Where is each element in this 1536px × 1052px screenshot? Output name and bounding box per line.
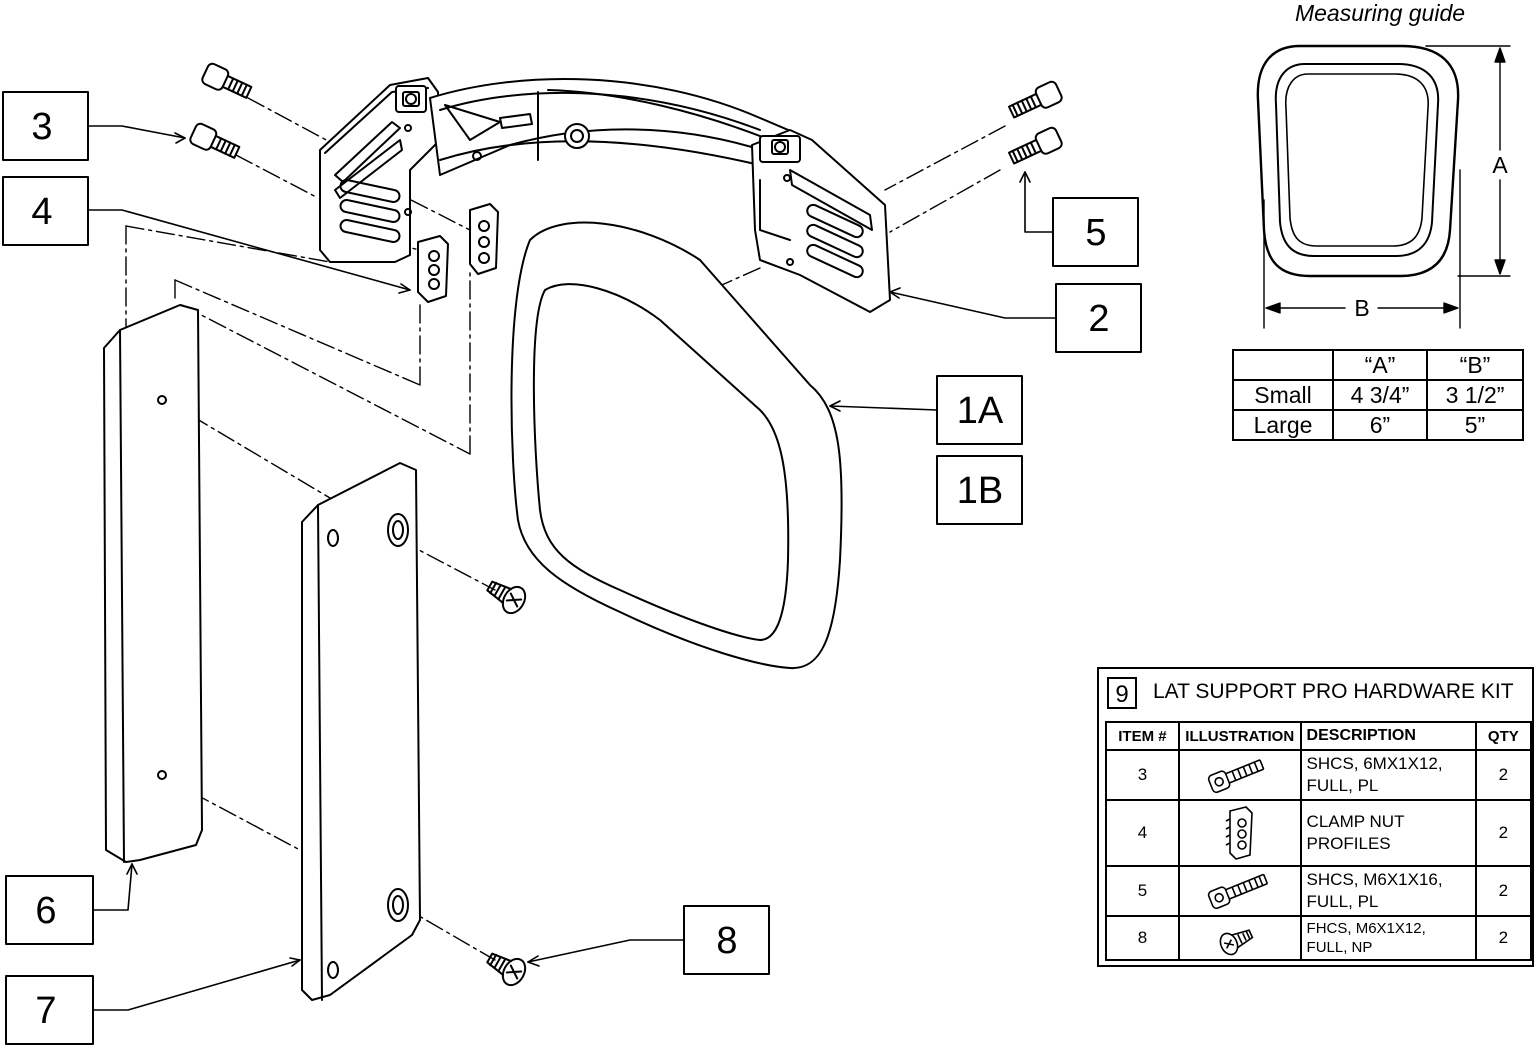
kit-table: ITEM # ILLUSTRATION DESCRIPTION QTY 3 SH…	[1105, 721, 1533, 961]
kit-header-item: ITEM #	[1105, 721, 1180, 751]
callout-box-1a	[936, 375, 1023, 445]
callout-label-7: 7	[35, 990, 56, 1032]
kit-illustration-cell	[1177, 865, 1302, 917]
bracket-assembly	[319, 77, 891, 313]
kit-qty-cell: 2	[1474, 915, 1533, 961]
size-table: “A” “B” Small 4 3/4” 3 1/2” Large 6” 5”	[1232, 349, 1524, 441]
size-table-cell: 6”	[1332, 409, 1428, 441]
backing-plate	[103, 304, 203, 863]
kit-description-line: PROFILES	[1306, 834, 1391, 853]
size-table-cell: 4 3/4”	[1332, 379, 1428, 411]
kit-description-cell: CLAMP NUT PROFILES	[1299, 799, 1477, 867]
flat-head-screw-icon	[1219, 929, 1254, 956]
kit-table-header: ITEM # ILLUSTRATION DESCRIPTION QTY	[1105, 721, 1533, 751]
size-table-header-cell	[1232, 349, 1334, 381]
size-table-header: “A” “B”	[1232, 349, 1524, 381]
kit-qty-cell: 2	[1474, 865, 1533, 917]
kit-illustration-cell	[1177, 799, 1302, 867]
callout-box-2	[1055, 283, 1142, 353]
callout-box-8	[683, 905, 770, 975]
dimension-b-label: B	[1354, 295, 1369, 321]
kit-qty-cell: 2	[1474, 749, 1533, 801]
kit-description-line: SHCS, 6MX1X12,	[1306, 754, 1443, 773]
hardware-kit-panel: 9 LAT SUPPORT PRO HARDWARE KIT ITEM # IL…	[1097, 667, 1534, 967]
kit-description-line: SHCS, M6X1X16,	[1306, 870, 1443, 889]
kit-item-number-cell: 4	[1105, 799, 1180, 867]
measuring-guide-title: Measuring guide	[1294, 0, 1466, 26]
callout-label-3: 3	[31, 106, 52, 148]
kit-description-cell: SHCS, M6X1X16, FULL, PL	[1299, 865, 1477, 917]
callout-label-2: 2	[1088, 298, 1109, 340]
kit-row: 5 SHCS, M6X1X16, FULL, PL 2	[1105, 865, 1533, 917]
clamp-nut-parts	[417, 203, 499, 303]
callout-box-1b	[936, 455, 1023, 525]
size-table-cell: Small	[1232, 379, 1334, 411]
socket-head-screw-icon	[1207, 873, 1268, 910]
size-table-cell: Large	[1232, 409, 1334, 441]
kit-description-line: FULL, NP	[1306, 939, 1373, 956]
callout-box-7	[5, 975, 94, 1045]
callout-label-5: 5	[1085, 212, 1106, 254]
size-table-cell: 5”	[1426, 409, 1524, 441]
callout-label-8: 8	[716, 920, 737, 962]
kit-description-cell: SHCS, 6MX1X12, FULL, PL	[1299, 749, 1477, 801]
mounting-plate	[301, 462, 421, 1001]
size-table-header-cell: “B”	[1426, 349, 1524, 381]
lateral-pad	[510, 221, 843, 670]
kit-description-line: FULL, PL	[1306, 892, 1379, 911]
measuring-guide-drawing	[1256, 44, 1511, 329]
size-table-header-cell: “A”	[1332, 349, 1428, 381]
flat-head-screws	[486, 580, 527, 987]
kit-header-illustration: ILLUSTRATION	[1177, 721, 1302, 751]
size-table-cell: 3 1/2”	[1426, 379, 1524, 411]
kit-item-number-cell: 3	[1105, 749, 1180, 801]
size-table-row: Small 4 3/4” 3 1/2”	[1232, 379, 1524, 411]
kit-header-description: DESCRIPTION	[1299, 721, 1477, 751]
callout-label-6: 6	[35, 890, 56, 932]
kit-item-number: 9	[1107, 677, 1137, 709]
kit-row: 4 CLAMP NUT PROFILES 2	[1105, 799, 1533, 867]
callout-box-6	[5, 875, 94, 945]
kit-row: 8 FHCS, M6X1X12, FULL, NP 2	[1105, 915, 1533, 961]
clamp-nut-icon	[1225, 806, 1253, 860]
socket-head-screw-icon	[1207, 759, 1265, 794]
dimension-a-label: A	[1492, 152, 1508, 178]
callout-boxes	[2, 91, 1142, 1045]
kit-description-line: FHCS, M6X1X12,	[1306, 920, 1426, 937]
kit-illustration-cell	[1177, 749, 1302, 801]
kit-item-number-cell: 5	[1105, 865, 1180, 917]
callout-box-3	[2, 91, 89, 161]
callout-label-1a: 1A	[957, 390, 1004, 432]
callout-label-1b: 1B	[957, 470, 1003, 512]
kit-item-number-cell: 8	[1105, 915, 1180, 961]
socket-head-screws	[189, 62, 1063, 165]
callout-box-4	[2, 176, 89, 246]
kit-row: 3 SHCS, 6MX1X12, FULL, PL 2	[1105, 749, 1533, 801]
kit-title: LAT SUPPORT PRO HARDWARE KIT	[1153, 680, 1514, 703]
kit-header-qty: QTY	[1474, 721, 1533, 751]
callout-box-5	[1052, 197, 1139, 267]
callout-label-4: 4	[31, 191, 52, 233]
kit-description-cell: FHCS, M6X1X12, FULL, NP	[1299, 915, 1477, 961]
size-table-row: Large 6” 5”	[1232, 409, 1524, 441]
kit-description-line: CLAMP NUT	[1306, 812, 1405, 831]
kit-illustration-cell	[1177, 915, 1302, 961]
callout-leaders	[87, 125, 1056, 1011]
kit-description-line: FULL, PL	[1306, 776, 1379, 795]
kit-qty-cell: 2	[1474, 799, 1533, 867]
